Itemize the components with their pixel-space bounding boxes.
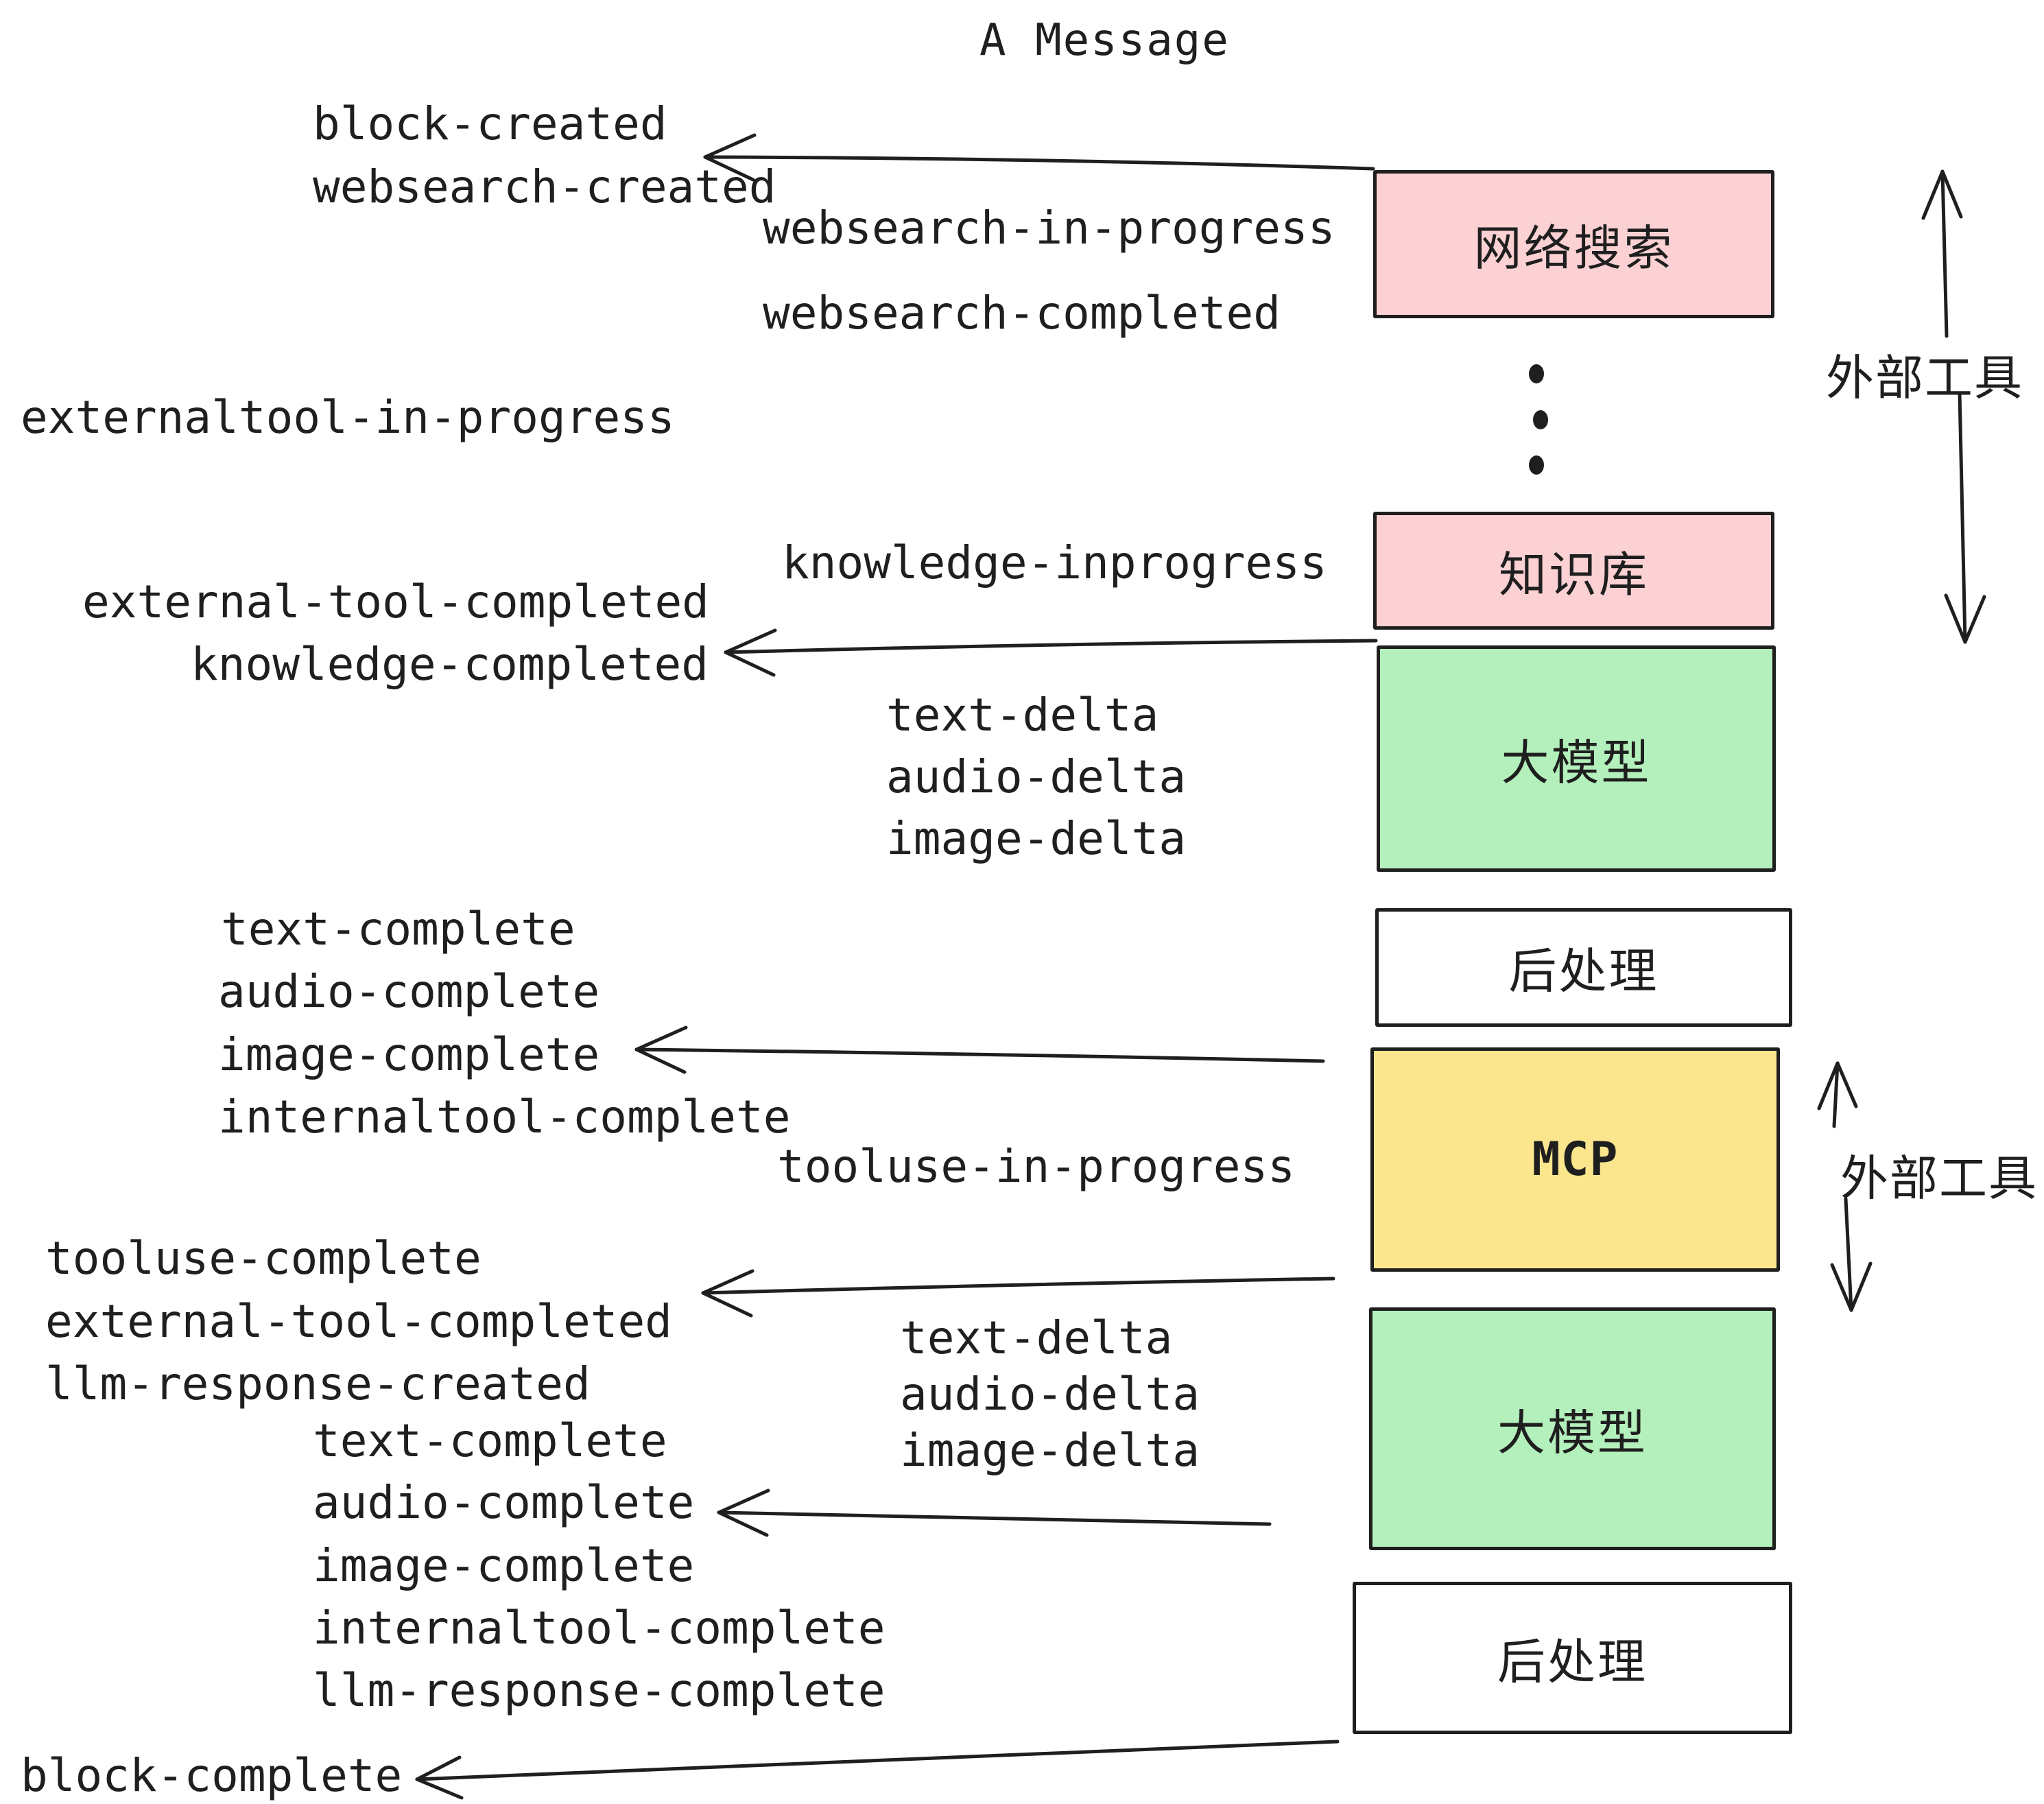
box-mcp-label: MCP bbox=[1532, 1132, 1619, 1187]
page-title: A Message bbox=[979, 15, 1230, 66]
arrow-internal-complete-icon bbox=[634, 1025, 1325, 1074]
event-image-complete-2: image-complete bbox=[313, 1539, 695, 1592]
arrow-block-complete-icon bbox=[415, 1740, 1340, 1800]
event-text-complete-1: text-complete bbox=[221, 903, 575, 956]
event-audio-complete-1: audio-complete bbox=[218, 965, 600, 1018]
box-llm-1-label: 大模型 bbox=[1501, 734, 1652, 791]
event-audio-complete-2: audio-complete bbox=[313, 1476, 695, 1529]
event-text-delta-2: text-delta bbox=[900, 1312, 1173, 1364]
box-postprocess-2-label: 后处理 bbox=[1497, 1633, 1648, 1690]
mcp-external-tools-up-arrow-icon bbox=[1817, 1061, 1858, 1128]
event-llm-response-created: llm-response-created bbox=[45, 1357, 591, 1410]
event-tooluse-in-progress: tooluse-in-progress bbox=[777, 1140, 1295, 1193]
event-internaltool-complete-1: internaltool-complete bbox=[218, 1091, 791, 1143]
arrow-tooluse-complete-icon bbox=[701, 1269, 1335, 1318]
event-websearch-in-progress: websearch-in-progress bbox=[763, 202, 1335, 254]
external-tools-label-1: 外部工具 bbox=[1826, 350, 2023, 406]
box-llm-1: 大模型 bbox=[1377, 645, 1776, 872]
event-tooluse-complete: tooluse-complete bbox=[45, 1232, 482, 1285]
event-text-delta-1: text-delta bbox=[886, 689, 1159, 741]
event-audio-delta-1: audio-delta bbox=[886, 750, 1187, 803]
event-image-complete-1: image-complete bbox=[218, 1028, 600, 1081]
event-external-tool-completed-1: external-tool-completed bbox=[82, 575, 709, 628]
event-block-created: block-created bbox=[313, 97, 667, 150]
box-websearch-label: 网络搜索 bbox=[1473, 219, 1674, 276]
box-knowledge-label: 知识库 bbox=[1499, 546, 1649, 603]
event-image-delta-1: image-delta bbox=[886, 812, 1187, 865]
box-postprocess-1: 后处理 bbox=[1375, 908, 1792, 1027]
arrow-llm-complete-icon bbox=[717, 1488, 1272, 1537]
event-block-complete: block-complete bbox=[21, 1749, 403, 1802]
event-text-complete-2: text-complete bbox=[313, 1414, 667, 1467]
event-knowledge-completed: knowledge-completed bbox=[191, 638, 709, 691]
box-postprocess-1-label: 后处理 bbox=[1508, 943, 1659, 999]
vertical-ellipsis-icon bbox=[1529, 364, 1548, 475]
external-tools-label-2: 外部工具 bbox=[1840, 1150, 2038, 1207]
event-image-delta-2: image-delta bbox=[900, 1424, 1200, 1477]
box-mcp: MCP bbox=[1370, 1047, 1780, 1272]
event-externaltool-in-progress: externaltool-in-progress bbox=[21, 391, 675, 444]
event-knowledge-inprogress: knowledge-inprogress bbox=[782, 536, 1327, 589]
external-tools-down-arrow-icon bbox=[1944, 392, 1986, 644]
event-internaltool-complete-2: internaltool-complete bbox=[313, 1602, 886, 1654]
arrow-knowledge-completed-icon bbox=[724, 628, 1378, 677]
event-llm-response-complete: llm-response-complete bbox=[313, 1664, 886, 1717]
box-llm-2-label: 大模型 bbox=[1497, 1404, 1648, 1461]
event-websearch-completed: websearch-completed bbox=[763, 287, 1281, 340]
box-websearch: 网络搜索 bbox=[1373, 170, 1774, 318]
box-llm-2: 大模型 bbox=[1369, 1307, 1776, 1550]
box-knowledge: 知识库 bbox=[1373, 512, 1774, 630]
arrow-websearch-created-icon bbox=[703, 133, 1375, 182]
box-postprocess-2: 后处理 bbox=[1353, 1582, 1792, 1734]
event-external-tool-completed-2: external-tool-completed bbox=[45, 1295, 672, 1348]
external-tools-up-arrow-icon bbox=[1921, 169, 1963, 338]
mcp-external-tools-down-arrow-icon bbox=[1830, 1197, 1873, 1312]
event-audio-delta-2: audio-delta bbox=[900, 1368, 1200, 1421]
event-websearch-created: websearch-created bbox=[313, 161, 776, 213]
